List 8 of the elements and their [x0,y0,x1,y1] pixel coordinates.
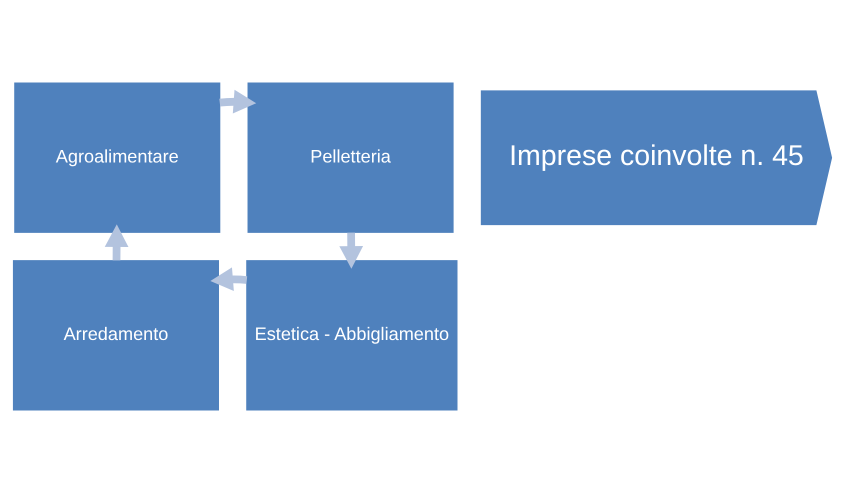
arrow [104,224,128,260]
node-box: Arredamento [12,260,219,410]
node-box: Estetica - Abbigliamento [246,260,458,410]
arrow [210,267,248,292]
node-box: Agroalimentare [14,82,220,233]
arrow [219,90,256,114]
arrow [339,232,364,269]
node-box: Pelletteria [248,82,454,233]
